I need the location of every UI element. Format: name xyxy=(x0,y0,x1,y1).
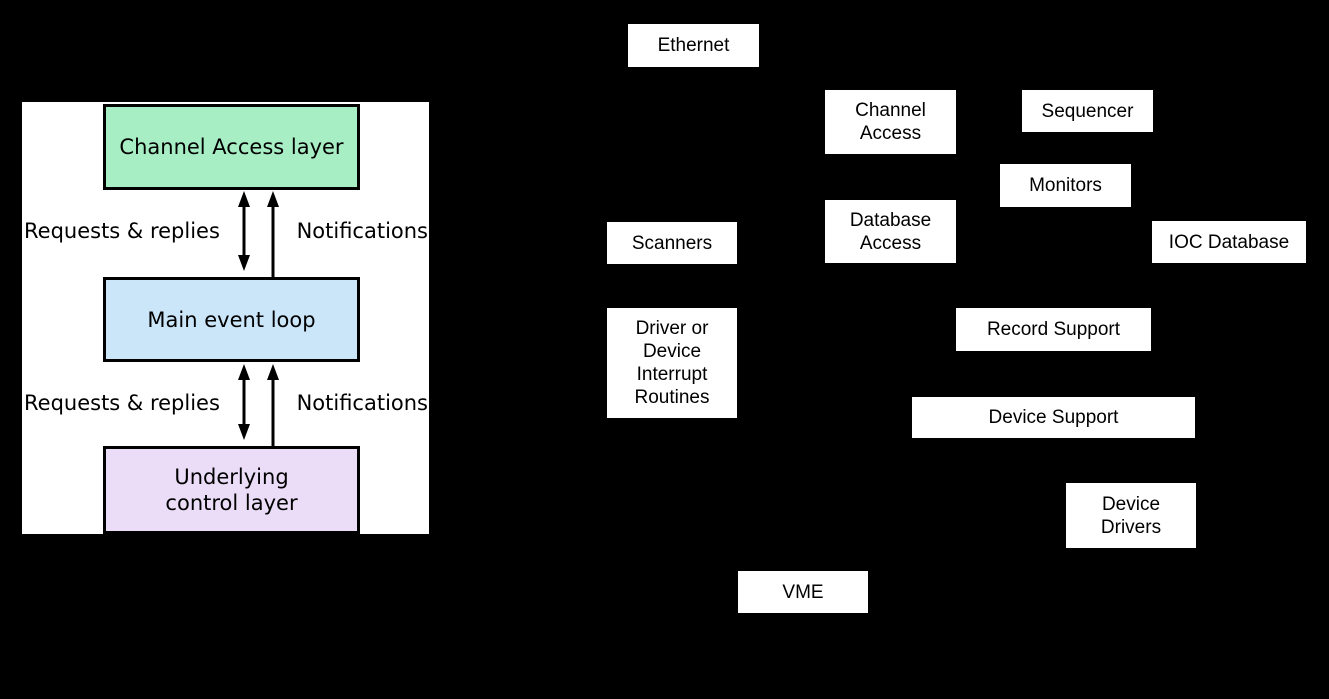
notifications-label-top: Notifications xyxy=(296,219,428,243)
channel-access-layer-label: Channel Access layer xyxy=(119,135,344,159)
scanners-node: Scanners xyxy=(607,222,737,264)
channel-access-layer-box: Channel Access layer xyxy=(103,104,360,190)
link-arrows-bottom xyxy=(238,364,279,446)
underlying-control-layer-box: Underlying control layer xyxy=(103,446,360,534)
ioc-database-node: IOC Database xyxy=(1152,221,1306,263)
channel-access-node: Channel Access xyxy=(825,90,956,154)
underlying-control-layer-label: Underlying control layer xyxy=(165,465,298,515)
record-support-node: Record Support xyxy=(956,308,1151,351)
layered-model-panel: Channel Access layer Requests & replies … xyxy=(22,102,429,534)
notifications-label-bottom: Notifications xyxy=(296,391,428,415)
notifications-arrow-bottom xyxy=(267,364,279,446)
driver-interrupt-routines-node: Driver or Device Interrupt Routines xyxy=(607,308,737,418)
database-access-node: Database Access xyxy=(825,200,956,263)
ethernet-node: Ethernet xyxy=(628,24,759,67)
requests-replies-arrow-top xyxy=(238,191,250,271)
requests-replies-arrow-bottom xyxy=(238,364,250,440)
link-arrows-top xyxy=(238,191,279,277)
requests-replies-label-top: Requests & replies xyxy=(24,219,220,243)
notifications-arrow-top xyxy=(267,191,279,277)
monitors-node: Monitors xyxy=(1000,164,1131,207)
main-event-loop-box: Main event loop xyxy=(103,277,360,362)
device-support-node: Device Support xyxy=(912,397,1195,438)
main-event-loop-label: Main event loop xyxy=(147,307,316,332)
device-drivers-node: Device Drivers xyxy=(1066,483,1196,548)
requests-replies-label-bottom: Requests & replies xyxy=(24,391,220,415)
vme-node: VME xyxy=(738,571,868,613)
sequencer-node: Sequencer xyxy=(1022,90,1153,132)
